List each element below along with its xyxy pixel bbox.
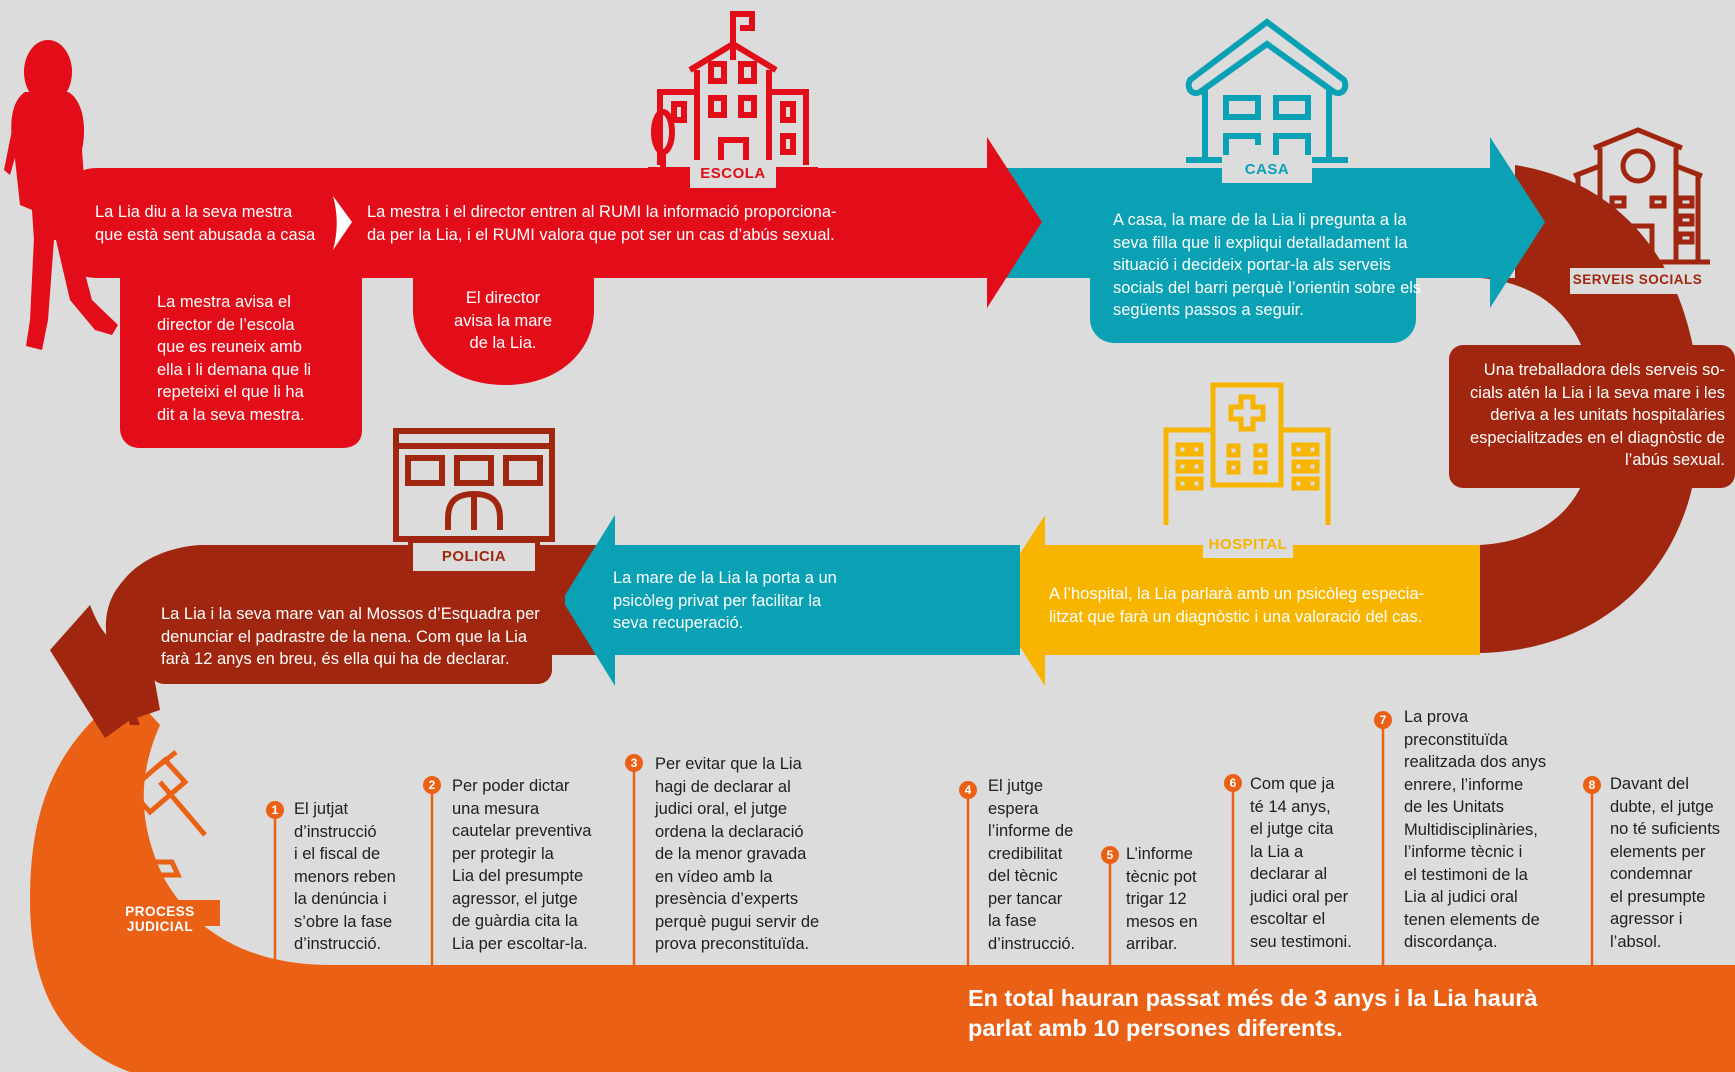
step-3-text: La mestra i el director entren al RUMI l…: [367, 203, 837, 244]
label-hospital: HOSPITAL: [1208, 536, 1288, 553]
judicial-num-5: 5: [1106, 848, 1114, 862]
judicial-num-1: 1: [271, 803, 279, 817]
judicial-num-2: 2: [428, 778, 436, 792]
step-8-text: La mare de la Lia la porta a un psicòleg…: [613, 569, 837, 632]
judicial-num-4: 4: [964, 783, 972, 797]
step-6-text: Una treballadora dels serveis so- cials …: [1469, 361, 1725, 469]
school-building-icon: [648, 11, 818, 173]
social-services-building-icon: [1566, 127, 1710, 265]
red-textbox-left: [120, 240, 362, 448]
judicial-text-2: Per poder dictar una mesura cautelar pre…: [452, 777, 592, 953]
girl-silhouette-icon: [4, 40, 118, 350]
judicial-num-8: 8: [1588, 778, 1596, 792]
total-summary: En total hauran passat més de 3 anys i l…: [968, 985, 1538, 1041]
judicial-text-3: Per evitar que la Lia hagi de declarar a…: [655, 755, 820, 953]
label-escola: ESCOLA: [700, 165, 766, 182]
step-4-text: El director avisa la mare de la Lia.: [453, 289, 553, 352]
judicial-text-7: La prova preconstituïda realitzada dos a…: [1404, 708, 1547, 951]
police-station-icon: [393, 428, 555, 542]
house-icon: [1185, 18, 1349, 163]
orange-judicial-band: [30, 690, 1735, 1072]
judicial-num-3: 3: [630, 756, 638, 770]
yellow-arrow: [990, 515, 1480, 686]
judicial-text-8: Davant del dubte, el jutge no té suficie…: [1610, 775, 1721, 951]
judicial-text-1: El jutjat d’instrucció i el fiscal de me…: [294, 800, 396, 953]
judicial-number-markers: [266, 711, 1601, 864]
step-1-text: La Lia diu a la seva mestra que està sen…: [95, 203, 316, 244]
label-process-judicial: PROCESS JUDICIAL: [125, 904, 195, 934]
judicial-num-7: 7: [1379, 713, 1387, 727]
step-2-text: La mestra avisa el director de l’escola …: [157, 293, 312, 424]
judicial-text-4: El jutge espera l’informe de credibilita…: [988, 777, 1076, 953]
judicial-text-5: L’informe tècnic pot trigar 12 mesos en …: [1126, 845, 1198, 953]
judicial-num-6: 6: [1229, 776, 1237, 790]
gavel-icon: [114, 750, 207, 878]
red-arrow-separator: [333, 196, 352, 250]
teal-textbox: [1090, 185, 1416, 343]
judicial-text-6: Com que ja té 14 anys, el jutge cita la …: [1250, 775, 1352, 951]
brown-textbox: [1449, 345, 1735, 488]
teal-arrow-row2: [562, 515, 1020, 686]
brown-arrow-body-row2: [106, 545, 566, 725]
label-policia: POLICIA: [441, 548, 507, 565]
judicial-timeline: [273, 727, 1594, 967]
hospital-icon: [1163, 382, 1331, 525]
step-7-text: A l’hospital, la Lia parlarà amb un psic…: [1049, 585, 1425, 626]
label-casa: CASA: [1244, 161, 1290, 178]
red-textbox-bubble: [413, 240, 594, 385]
step-5-text: A casa, la mare de la Lia li pregunta a …: [1113, 211, 1422, 319]
step-9-text: La Lia i la seva mare van al Mossos d’Es…: [161, 605, 540, 668]
label-serveis-socials: SERVEIS SOCIALS: [1572, 272, 1703, 287]
